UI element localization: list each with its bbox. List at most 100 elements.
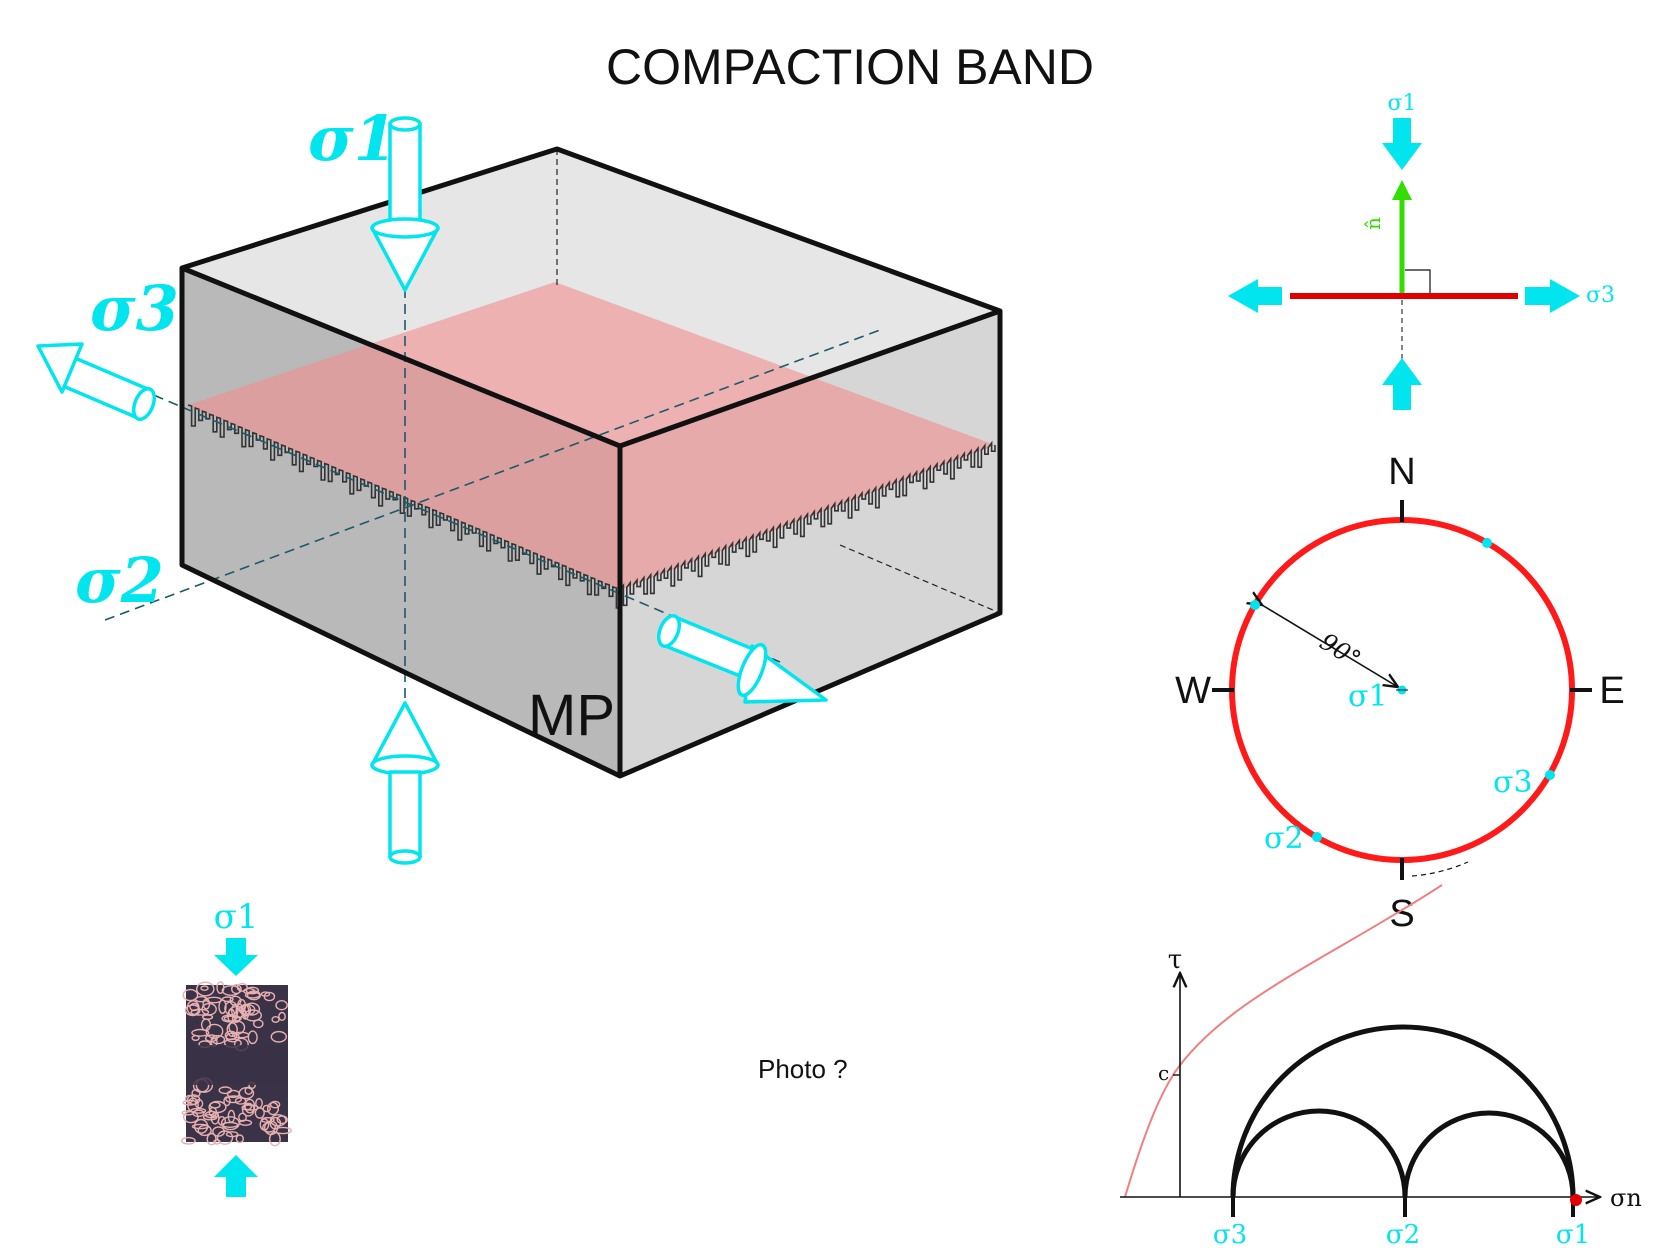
grain-outline xyxy=(223,1015,242,1022)
grain-outline xyxy=(238,1086,255,1100)
mohr-circle-small-right xyxy=(1402,1110,1576,1198)
sigma2-axis xyxy=(104,329,881,621)
grain-outline xyxy=(228,1005,247,1019)
grain-outline xyxy=(244,991,261,999)
sample-sigma1-label: σ1 xyxy=(214,897,259,937)
grain-outline xyxy=(225,1095,243,1104)
grain-outline xyxy=(197,1124,212,1137)
grain-outline xyxy=(275,1000,288,1011)
grain-outline xyxy=(200,985,209,992)
sigma3-left-arrow-icon xyxy=(36,342,157,421)
grain-outline xyxy=(182,1099,198,1106)
grain-outline xyxy=(202,998,211,1010)
grain-outline xyxy=(191,1028,210,1037)
arrow-up-icon xyxy=(1382,358,1422,410)
mohr-circle-small-left xyxy=(1230,1108,1408,1198)
grain-outline xyxy=(276,1115,288,1125)
grain-outline xyxy=(269,1100,281,1109)
grain-outline xyxy=(206,1132,217,1146)
grain-outline xyxy=(235,1134,245,1144)
sketch-sigma1-label: σ1 xyxy=(1387,91,1416,116)
band-trace-front xyxy=(187,404,621,609)
photo-placeholder: Photo ? xyxy=(758,1054,848,1084)
stereonet: N S W E 90° σ1 σ3 σ2 xyxy=(1175,451,1625,935)
grain-outline xyxy=(184,1004,201,1017)
grain-outline xyxy=(208,1100,227,1114)
mohr-diagram: τ σn c σ3 σ2 σ1 xyxy=(1120,884,1642,1250)
arrow-up-icon xyxy=(214,1155,258,1197)
grain-outline xyxy=(212,1126,226,1137)
sigma3-right-arrow-icon xyxy=(656,614,828,704)
grain-outline xyxy=(225,1131,239,1138)
band-trace-side xyxy=(619,440,996,607)
compaction-band-zone xyxy=(186,1045,288,1085)
grain-outline xyxy=(224,1001,239,1016)
grain-outline xyxy=(189,1107,207,1114)
right-angle-icon xyxy=(1405,269,1431,293)
hidden-edge-bottom xyxy=(839,544,1001,614)
grain-outline xyxy=(200,1018,212,1032)
band-point-west xyxy=(1250,600,1260,610)
angle-arrow xyxy=(1262,605,1398,687)
grain-outline xyxy=(213,1139,221,1145)
grain-outline xyxy=(241,1004,250,1020)
mohr-circle-large xyxy=(1230,1024,1576,1198)
grain-outline xyxy=(230,983,242,995)
plane-stress-sketch: σ1 σ3 n̂ xyxy=(1228,91,1615,410)
grain-outline xyxy=(216,981,225,994)
mohr-sigma3-label: σ3 xyxy=(1213,1220,1247,1250)
block-sigma3-label: σ3 xyxy=(90,272,179,345)
arrow-down-icon xyxy=(1382,118,1422,170)
mohr-sigma2-label: σ2 xyxy=(1386,1220,1420,1250)
grain-outline xyxy=(259,1118,270,1131)
grain-outline xyxy=(260,991,271,997)
sigma1-bottom-arrow-icon xyxy=(370,701,440,865)
arrow-down-icon xyxy=(214,938,258,976)
diagram-title: COMPACTION BAND xyxy=(606,39,1094,95)
grain-outline xyxy=(273,1126,293,1135)
grain-outline xyxy=(195,981,215,997)
sigma-n-label: σn xyxy=(1610,1184,1642,1212)
grain-outline xyxy=(194,1098,204,1109)
grain-outline xyxy=(221,985,241,997)
grain-outline xyxy=(223,1096,231,1107)
grain-outline xyxy=(218,1086,233,1095)
grain-outline xyxy=(210,1034,226,1045)
grain-outline xyxy=(186,1000,200,1016)
grain-outline xyxy=(267,1101,280,1116)
mohr-sigma1-label: σ1 xyxy=(1556,1220,1590,1250)
grain-outline xyxy=(271,1016,280,1024)
tau-label: τ xyxy=(1168,945,1182,975)
west-label: W xyxy=(1175,670,1211,712)
sigma3-axis xyxy=(94,369,781,663)
grain-outline xyxy=(270,1030,287,1043)
stereonet-dash-arc xyxy=(1411,861,1469,877)
stereonet-sigma3-label: σ3 xyxy=(1493,765,1533,800)
grain-outline xyxy=(182,1110,199,1124)
grain-outline xyxy=(278,1011,286,1022)
grain-outline xyxy=(243,987,256,995)
grain-outline xyxy=(263,991,276,1002)
grain-outline xyxy=(221,996,234,1003)
sigma3-point xyxy=(1545,770,1555,780)
stereonet-sigma2-label: σ2 xyxy=(1264,821,1304,856)
stereonet-sigma1-label: σ1 xyxy=(1348,679,1388,714)
sample-specimen: σ1 xyxy=(180,897,293,1197)
grain-outline xyxy=(191,1034,200,1041)
grain-outline xyxy=(220,1116,240,1131)
normal-vector-label: n̂ xyxy=(1361,217,1385,230)
grain-outline xyxy=(241,1104,259,1111)
sketch-sigma3-label: σ3 xyxy=(1586,283,1615,308)
band-point-north xyxy=(1482,538,1492,548)
arrow-right-icon xyxy=(1525,279,1580,313)
grain-outline xyxy=(180,1136,196,1145)
north-label: N xyxy=(1388,451,1415,493)
block-label: MP xyxy=(528,683,615,748)
grain-outline xyxy=(255,1097,263,1109)
arrow-left-icon xyxy=(1228,279,1282,313)
grain-outline xyxy=(205,996,223,1004)
failure-envelope xyxy=(1124,884,1443,1198)
block-sigma1-label: σ1 xyxy=(308,102,397,175)
sigma1-top-arrow-icon xyxy=(370,116,440,292)
